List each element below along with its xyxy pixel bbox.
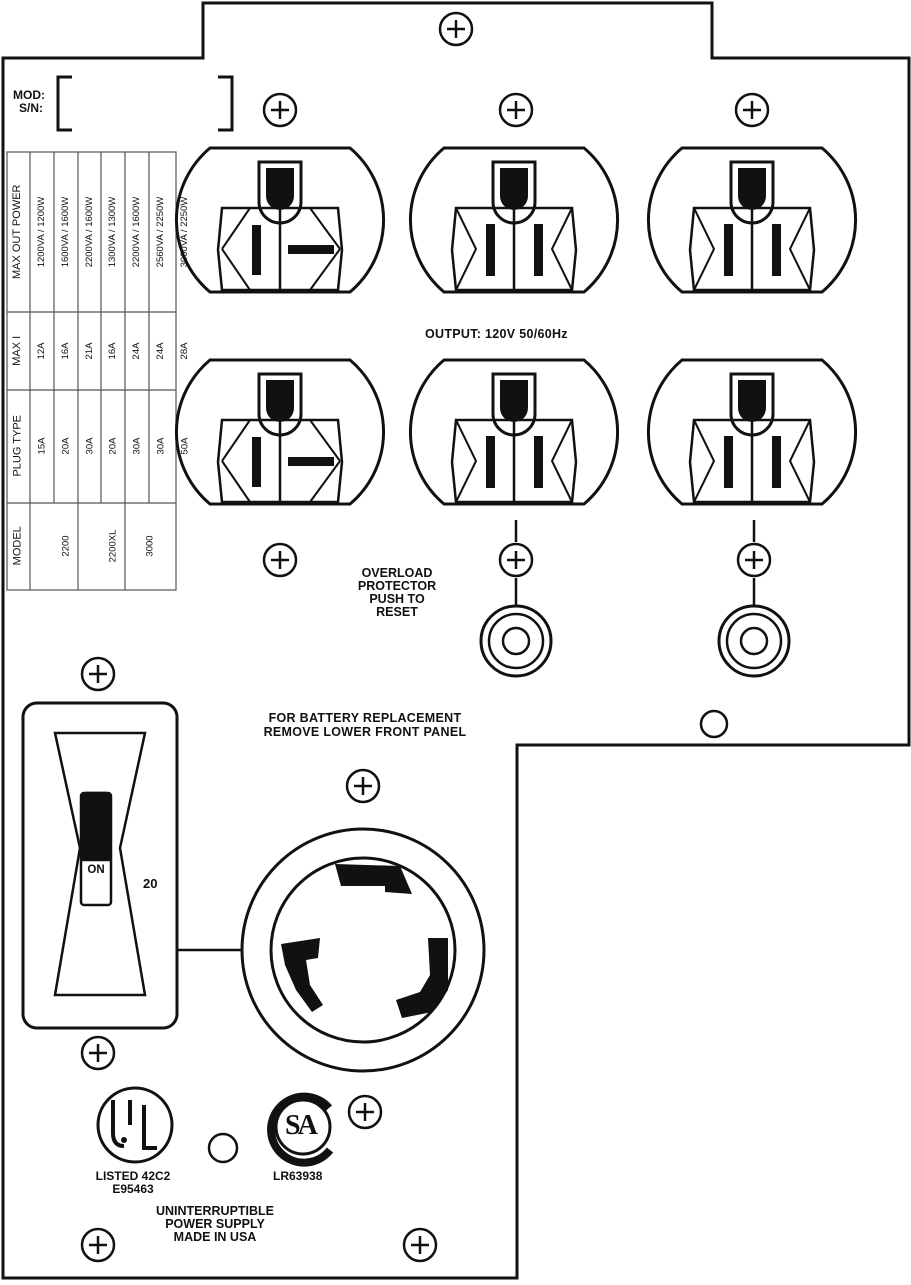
header-max-i: MAX I xyxy=(11,335,24,366)
cell-plug-type: 20A xyxy=(60,437,72,455)
cell-max-i: 16A xyxy=(60,342,72,360)
cell-max-power: 1300VA / 1300W xyxy=(107,196,119,268)
csa-mark: SA xyxy=(285,1110,318,1141)
mounting-hole xyxy=(699,709,729,739)
duplex-outlet-icon xyxy=(175,358,385,506)
duplex-outlet-icon xyxy=(647,146,857,294)
cell-max-i: 16A xyxy=(107,342,119,360)
breaker-on-label: ON xyxy=(84,864,108,877)
cell-model: 2200 xyxy=(60,535,72,557)
ul-listing-line: E95463 xyxy=(112,1181,154,1196)
screw-icon xyxy=(736,542,772,578)
screw-icon xyxy=(347,1094,383,1130)
cell-model: 3000 xyxy=(144,535,156,557)
cell-max-power: 1200VA / 1200W xyxy=(36,196,48,268)
cell-max-i: 28A xyxy=(179,342,191,360)
cell-plug-type: 15A xyxy=(36,437,48,455)
product-line: UNINTERRUPTIBLE xyxy=(155,1204,275,1218)
screw-icon xyxy=(345,768,381,804)
cell-max-i: 21A xyxy=(84,342,96,360)
cell-plug-type: 30A xyxy=(131,437,143,455)
screw-icon xyxy=(498,92,534,128)
cell-max-power: 2560VA / 2250W xyxy=(155,196,167,268)
cell-max-power: 2200VA / 1600W xyxy=(84,196,96,268)
mod-label: MOD: xyxy=(13,88,45,102)
duplex-outlet-icon xyxy=(175,146,385,294)
overload-line: RESET xyxy=(376,605,418,620)
cell-plug-type: 30A xyxy=(155,437,167,455)
breaker-switch-icon xyxy=(21,701,243,1030)
spec-table-grid xyxy=(6,151,177,591)
ul-listing-text: LISTED 42C2 E95463 xyxy=(83,1170,183,1195)
screw-icon xyxy=(80,1035,116,1071)
battery-notice-line: FOR BATTERY REPLACEMENT xyxy=(268,711,462,725)
cell-max-i: 24A xyxy=(131,342,143,360)
twist-lock-receptacle-icon xyxy=(240,827,486,1073)
duplex-outlet-icon xyxy=(409,358,619,506)
label-box-brackets xyxy=(56,75,234,132)
overload-line: PROTECTOR xyxy=(357,579,437,594)
serial-number-label: S/N: xyxy=(19,101,43,115)
output-rating-label: OUTPUT: 120V 50/60Hz xyxy=(425,327,568,341)
product-line: MADE IN USA xyxy=(173,1230,257,1245)
screw-icon xyxy=(262,542,298,578)
ul-logo-icon xyxy=(96,1086,174,1164)
cell-max-i: 24A xyxy=(155,342,167,360)
product-description: UNINTERRUPTIBLE POWER SUPPLY MADE IN USA xyxy=(140,1204,290,1245)
overload-line: OVERLOAD xyxy=(361,566,433,580)
breaker-rating-label: 20 xyxy=(143,876,158,891)
cell-max-power: 1600VA / 1600W xyxy=(60,196,72,268)
screw-icon xyxy=(80,656,116,692)
csa-logo-icon xyxy=(267,1092,334,1167)
overload-line: PUSH TO xyxy=(369,592,425,607)
reset-button-icon xyxy=(479,520,553,678)
ul-listing-line: LISTED 42C2 xyxy=(95,1169,171,1183)
duplex-outlet-icon xyxy=(647,358,857,506)
screw-icon xyxy=(402,1227,438,1263)
screw-icon xyxy=(734,92,770,128)
screw-icon xyxy=(438,11,474,47)
battery-notice: FOR BATTERY REPLACEMENT REMOVE LOWER FRO… xyxy=(230,711,500,740)
header-model: MODEL xyxy=(11,526,24,566)
cell-plug-type: 50A xyxy=(179,437,191,455)
product-line: POWER SUPPLY xyxy=(165,1217,265,1232)
header-max-power: MAX OUT POWER xyxy=(11,184,24,279)
screw-icon xyxy=(262,92,298,128)
reset-button-icon xyxy=(717,520,791,678)
header-plug-type: PLUG TYPE xyxy=(11,415,24,477)
cell-plug-type: 30A xyxy=(84,437,96,455)
csa-reference: LR63938 xyxy=(273,1169,323,1183)
cell-max-power: 3000VA / 2250W xyxy=(179,196,191,268)
cell-max-i: 12A xyxy=(36,342,48,360)
cell-model: 2200XL xyxy=(107,529,119,563)
battery-notice-line: REMOVE LOWER FRONT PANEL xyxy=(263,725,467,740)
screw-icon xyxy=(498,542,534,578)
screw-icon xyxy=(80,1227,116,1263)
mounting-hole xyxy=(207,1132,239,1164)
screw-icon xyxy=(80,11,772,1263)
overload-label: OVERLOAD PROTECTOR PUSH TO RESET xyxy=(337,566,457,620)
cell-max-power: 2200VA / 1600W xyxy=(131,196,143,268)
cell-plug-type: 20A xyxy=(107,437,119,455)
duplex-outlet-icon xyxy=(409,146,619,294)
